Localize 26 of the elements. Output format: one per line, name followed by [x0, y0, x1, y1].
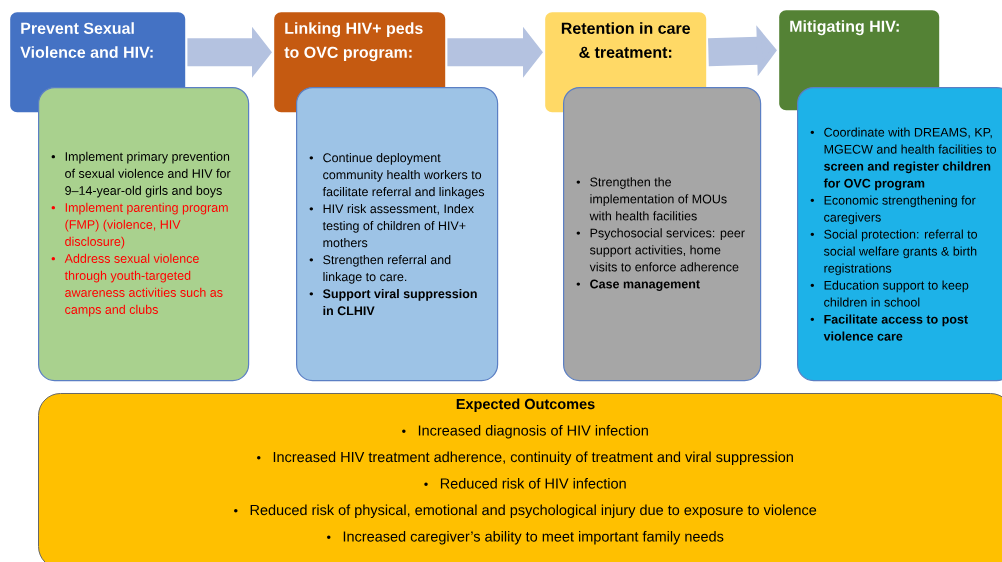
bullet-item: Reduced risk of HIV infection: [424, 478, 626, 489]
bullet-item: Psychosocial services: peer support activities, home visits to enforce adherence: [576, 228, 745, 272]
bullet-item: Address sexual violence through youth-targeted awareness activities such as camps and clubs: [51, 253, 223, 317]
bullet-item: Implement primary prevention of sexual violence and HIV for 9–14-year-old girls and boys: [51, 151, 231, 198]
bullet-item: Continue deployment community health workers to facilitate referral and linkages: [309, 153, 485, 199]
text-box: [563, 87, 762, 382]
bullet-item: Increased caregiver’s ability to meet important family needs: [327, 531, 724, 545]
bullet-item: Case management: [576, 279, 700, 291]
bullet-item: Reduced risk of physical, emotional and psychological injury due to exposure to violence: [234, 504, 817, 518]
bullet-item: Coordinate with DREAMS, KP, MGECW and health facilities to screen and register children for OVC program: [810, 127, 997, 191]
heading: Expected Outcomes: [456, 398, 595, 412]
bullet-item: Strengthen the implementation of MOUs with health facilities: [576, 177, 727, 221]
text-box: [38, 87, 250, 382]
text-box: [296, 87, 499, 382]
bullet-item: Education support to keep children in school: [810, 280, 969, 307]
bullet-item: Implement parenting program (FMP) (violence, HIV disclosure): [51, 202, 228, 249]
bullet-item: Increased diagnosis of HIV infection: [402, 425, 648, 439]
outcome-box: [38, 393, 1002, 562]
bullet-item: HIV risk assessment, Index testing of children of HIV+ mothers: [309, 204, 474, 248]
text-box: [797, 87, 1002, 382]
bullet-item: Facilitate access to post violence care: [810, 314, 968, 341]
bullet-item: Economic strengthening for caregivers: [810, 195, 976, 225]
bullet-item: Support viral suppression in CLHIV: [309, 289, 477, 316]
bullet-item: Social protection: referral to social welfare grants & birth registrations: [810, 229, 978, 276]
bullet-item: Increased HIV treatment adherence, continuity of treatment and viral suppression: [257, 451, 793, 465]
bullet-item: Strengthen referral and linkage to care.: [309, 255, 451, 284]
